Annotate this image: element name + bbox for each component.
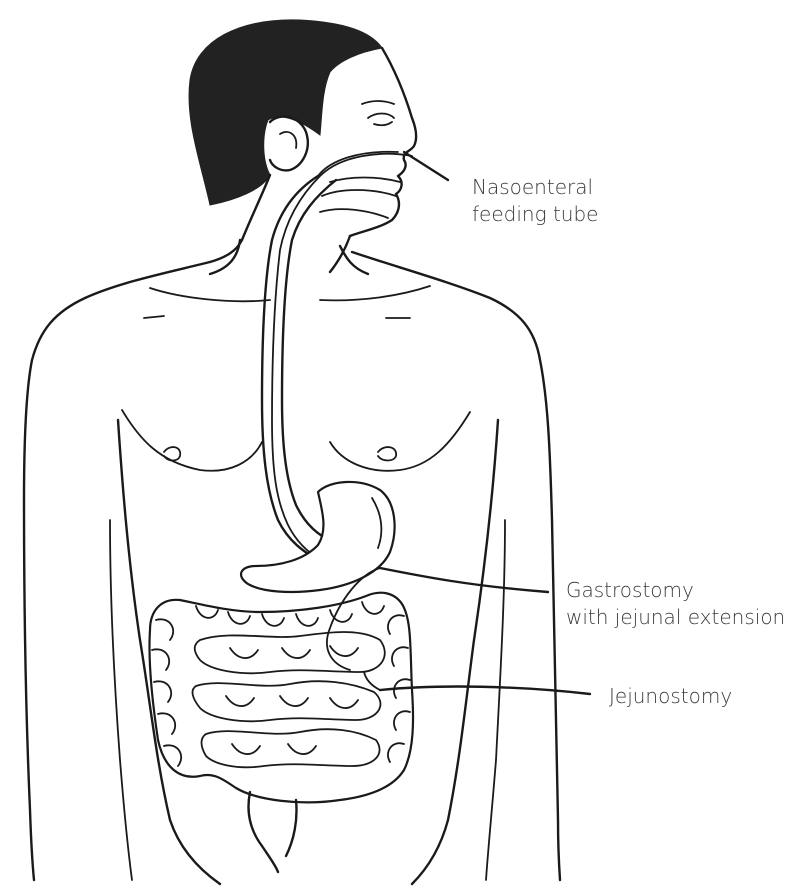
pectoral-right xyxy=(330,412,470,471)
ear xyxy=(270,117,308,171)
rectum xyxy=(249,792,297,872)
gastrostomy-label-line2: with jejunal extension xyxy=(566,604,785,631)
eyebrow xyxy=(362,101,394,104)
neck-front xyxy=(330,236,350,272)
pectoral-left xyxy=(122,410,262,471)
jejunostomy-label-text: Jejunostomy xyxy=(609,683,732,710)
nasoenteral-label-line2: feeding tube xyxy=(472,201,598,228)
nipple-left xyxy=(164,447,180,460)
collar-mark-left xyxy=(144,316,164,318)
stomach xyxy=(241,482,395,592)
torso-right-side xyxy=(412,420,498,884)
nasoenteral-tube-external xyxy=(404,152,448,180)
nipple-right xyxy=(378,447,396,460)
ear-inner xyxy=(280,132,296,148)
intestines xyxy=(149,593,413,872)
arm-inner-right xyxy=(486,520,505,880)
face-profile xyxy=(350,48,416,236)
shoulder-left xyxy=(24,262,210,880)
gastrostomy-tube xyxy=(380,568,548,592)
arm-inner-left xyxy=(110,520,132,880)
jejunostomy-label: Jejunostomy xyxy=(609,683,732,710)
head xyxy=(189,20,416,272)
gastrostomy-label: Gastrostomy with jejunal extension xyxy=(566,577,785,631)
clavicle-left xyxy=(150,288,270,301)
gastrostomy-label-line1: Gastrostomy xyxy=(566,577,785,604)
nasoenteral-label: Nasoenteral feeding tube xyxy=(472,174,598,228)
eye xyxy=(368,114,394,126)
clavicle-right xyxy=(320,286,430,300)
esophagus-outer xyxy=(262,176,318,560)
nasoenteral-label-line1: Nasoenteral xyxy=(472,174,598,201)
